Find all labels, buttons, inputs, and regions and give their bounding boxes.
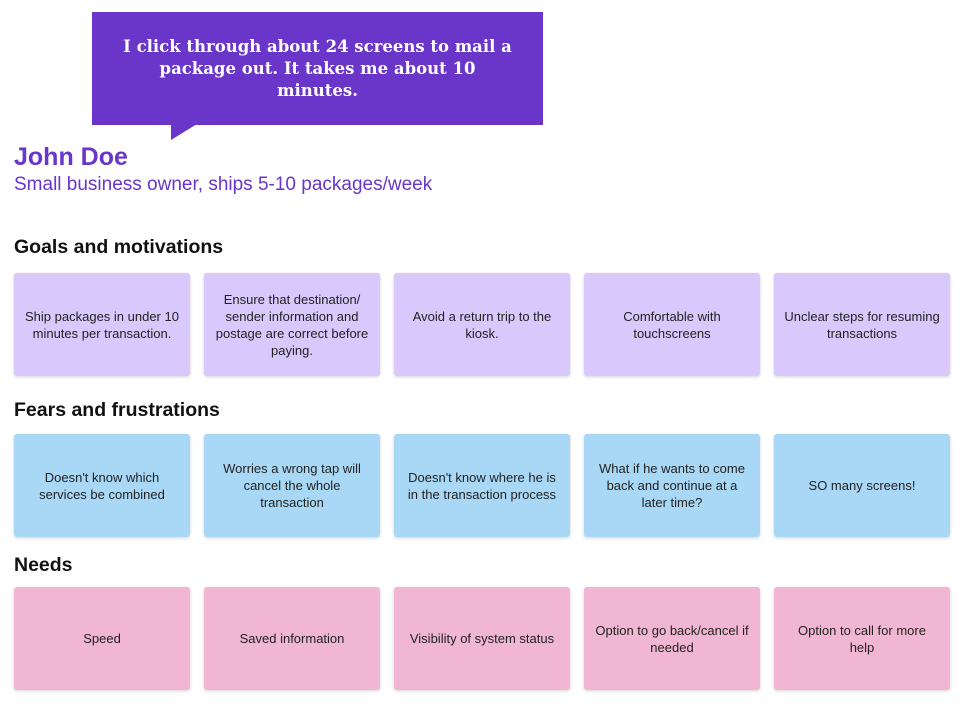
goals-section-title: Goals and motivations: [14, 236, 224, 258]
fears-row: Doesn't know which services be combined …: [14, 434, 952, 537]
quote-text: I click through about 24 screens to mail…: [123, 36, 512, 100]
fear-card: Worries a wrong tap will cancel the whol…: [204, 434, 380, 537]
goal-card: Avoid a return trip to the kiosk.: [394, 273, 570, 376]
needs-row: Speed Saved information Visibility of sy…: [14, 587, 952, 690]
goals-row: Ship packages in under 10 minutes per tr…: [14, 273, 952, 376]
quote-bubble-tail: [171, 124, 197, 140]
need-card: Option to go back/cancel if needed: [584, 587, 760, 690]
need-card: Speed: [14, 587, 190, 690]
persona-description: Small business owner, ships 5-10 package…: [14, 174, 433, 195]
goal-card: Unclear steps for resuming transactions: [774, 273, 950, 376]
fear-card: Doesn't know where he is in the transact…: [394, 434, 570, 537]
quote-bubble: I click through about 24 screens to mail…: [92, 12, 543, 125]
need-card: Visibility of system status: [394, 587, 570, 690]
fear-card: What if he wants to come back and contin…: [584, 434, 760, 537]
fear-card: Doesn't know which services be combined: [14, 434, 190, 537]
need-card: Saved information: [204, 587, 380, 690]
goal-card: Ship packages in under 10 minutes per tr…: [14, 273, 190, 376]
fear-card: SO many screens!: [774, 434, 950, 537]
goal-card: Comfortable with touchscreens: [584, 273, 760, 376]
need-card: Option to call for more help: [774, 587, 950, 690]
goal-card: Ensure that destination/ sender informat…: [204, 273, 380, 376]
needs-section-title: Needs: [14, 554, 73, 576]
persona-name: John Doe: [14, 143, 128, 171]
fears-section-title: Fears and frustrations: [14, 399, 220, 421]
